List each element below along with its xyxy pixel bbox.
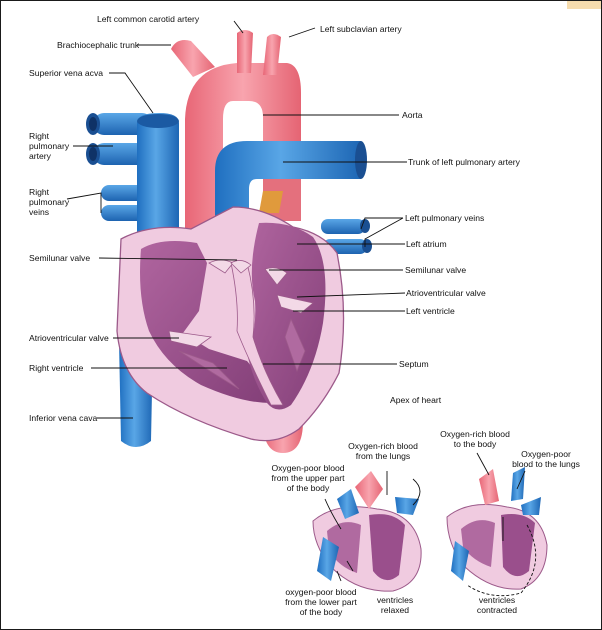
- inset-relaxed-arrows: [324, 471, 421, 582]
- label-semilunar-valve-left: Semilunar valve: [29, 253, 91, 263]
- label-left-ventricle: Left ventricle: [406, 306, 455, 316]
- superior-vena-cava: [137, 113, 179, 251]
- inset-label-ventricles-relaxed: ventricles relaxed: [376, 595, 414, 615]
- label-semilunar-valve-right: Semilunar valve: [405, 265, 467, 275]
- valves: [168, 259, 314, 390]
- label-right-pulmonary-veins: Right pulmonary veins: [29, 187, 70, 217]
- inset-label-oxygen-poor-lower: oxygen-poor blood from the lower part of…: [285, 587, 357, 617]
- aortic-branches: [171, 30, 281, 77]
- label-atrioventricular-valve-left: Atrioventricular valve: [29, 333, 109, 343]
- label-trunk-left-pulmonary-artery: Trunk of left pulmonary artery: [408, 157, 520, 167]
- label-left-pulmonary-veins: Left pulmonary veins: [405, 213, 485, 223]
- label-septum: Septum: [399, 359, 429, 369]
- pulmonary-trunk: [215, 141, 361, 251]
- label-aorta: Aorta: [402, 110, 423, 120]
- inset-label-oxygen-poor-to-lungs: Oxygen-poor blood to the lungs: [512, 449, 580, 469]
- corner-tab: [567, 1, 601, 9]
- inset-label-oxygen-rich-to-body: Oxygen-rich blood to the body: [440, 429, 510, 449]
- inset-label-oxygen-poor-upper: Oxygen-poor blood from the upper part of…: [271, 463, 345, 493]
- label-brachiocephalic-trunk: Brachiocephalic trunk: [57, 40, 140, 50]
- label-left-subclavian-artery: Left subclavian artery: [320, 24, 402, 34]
- inset-contracted-arrows: [466, 452, 537, 597]
- leader-lines: [66, 20, 407, 419]
- label-inferior-vena-cava: Inferior vena cava: [29, 413, 98, 423]
- aorta: [185, 63, 301, 251]
- label-right-ventricle: Right ventricle: [29, 363, 84, 373]
- label-apex-of-heart: Apex of heart: [390, 395, 442, 405]
- label-right-pulmonary-artery: Right pulmonary artery: [29, 131, 70, 161]
- label-atrioventricular-valve-right: Atrioventricular valve: [406, 288, 486, 298]
- septum: [230, 262, 284, 406]
- inset-contracted-heart: [446, 467, 548, 590]
- inset-label-oxygen-rich-from-lungs: Oxygen-rich blood from the lungs: [348, 441, 418, 461]
- label-left-atrium: Left atrium: [406, 239, 447, 249]
- right-chambers: [140, 241, 271, 403]
- label-left-common-carotid-artery: Left common carotid artery: [97, 14, 200, 24]
- inset-label-ventricles-contracted: ventricles contracted: [476, 595, 518, 615]
- label-superior-vena-cava: Superior vena acva: [29, 68, 104, 78]
